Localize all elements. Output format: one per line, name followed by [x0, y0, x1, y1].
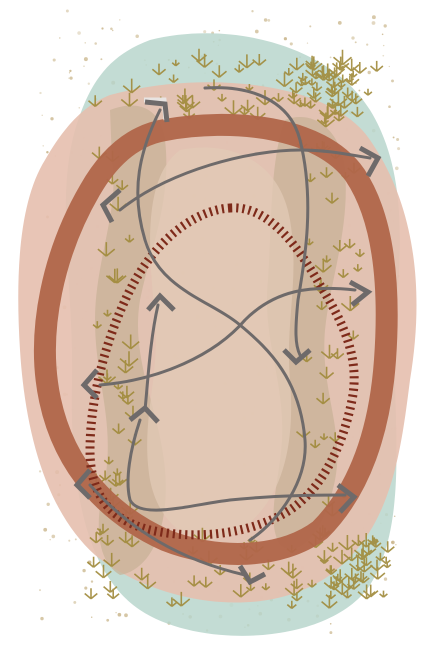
- speckle-dot: [330, 57, 332, 59]
- speckle-dot: [255, 30, 259, 34]
- speckle-dot: [389, 66, 390, 67]
- speckle-dot: [43, 528, 47, 532]
- speckle-dot: [397, 147, 400, 150]
- speckle-dot: [53, 58, 56, 61]
- speckle-dot: [115, 612, 116, 613]
- speckle-dot: [49, 539, 51, 541]
- speckle-dot: [307, 42, 308, 43]
- speckle-dot: [338, 21, 342, 25]
- speckle-dot: [68, 540, 70, 542]
- speckle-dot: [355, 41, 357, 43]
- speckle-dot: [73, 601, 76, 604]
- grass-tuft: [364, 89, 372, 95]
- speckle-dot: [46, 151, 48, 153]
- speckle-dot: [368, 71, 371, 74]
- grass-tuft: [380, 591, 388, 598]
- grass-tuft: [85, 588, 98, 599]
- speckle-dot: [75, 538, 77, 540]
- speckle-dot: [94, 42, 97, 45]
- speckle-dot: [68, 77, 69, 78]
- speckle-dot: [284, 37, 287, 40]
- speckle-dot: [358, 90, 360, 92]
- speckle-dot: [39, 92, 41, 94]
- speckle-dot: [330, 623, 332, 625]
- speckle-dot: [47, 503, 50, 506]
- speckle-dot: [42, 115, 43, 116]
- speckle-dot: [39, 589, 41, 591]
- speckle-dot: [50, 117, 53, 120]
- speckle-dot: [393, 136, 395, 138]
- speckle-dot: [395, 544, 396, 545]
- speckle-dot: [88, 83, 90, 85]
- speckle-dot: [59, 37, 60, 38]
- speckle-dot: [251, 10, 253, 12]
- speckle-dot: [91, 580, 93, 582]
- speckle-dot: [382, 34, 384, 36]
- speckle-dot: [372, 15, 376, 19]
- speckle-dot: [43, 145, 44, 146]
- speckle-dot: [203, 30, 206, 33]
- speckle-dot: [351, 36, 354, 39]
- speckle-dot: [83, 66, 84, 67]
- speckle-dot: [391, 541, 393, 543]
- speckle-dot: [395, 167, 399, 171]
- speckle-dot: [100, 58, 102, 60]
- speckle-dot: [91, 617, 92, 618]
- speckle-dot: [396, 138, 399, 141]
- speckle-dot: [82, 569, 85, 572]
- speckle-dot: [66, 10, 69, 13]
- speckle-dot: [78, 107, 80, 109]
- speckle-dot: [384, 577, 387, 580]
- speckle-dot: [69, 72, 70, 73]
- speckle-dot: [40, 617, 43, 620]
- speckle-dot: [290, 42, 293, 45]
- speckle-dot: [366, 43, 368, 45]
- speckle-dot: [77, 31, 81, 35]
- speckle-dot: [69, 70, 71, 72]
- speckle-dot: [309, 25, 311, 27]
- speckle-dot: [85, 42, 86, 43]
- speckle-dot: [329, 631, 332, 634]
- speckle-dot: [372, 21, 376, 25]
- speckle-dot: [264, 18, 267, 21]
- grass-tuft: [371, 61, 383, 71]
- speckle-dot: [384, 24, 387, 27]
- speckle-dot: [382, 55, 384, 57]
- speckle-dot: [119, 19, 120, 20]
- speckle-dot: [84, 57, 88, 61]
- speckle-dot: [106, 619, 109, 622]
- speckle-dot: [135, 34, 139, 38]
- speckle-dot: [383, 45, 384, 46]
- speckle-dot: [69, 76, 72, 79]
- speckle-dot: [84, 587, 87, 590]
- speckle-dot: [118, 613, 122, 617]
- speckle-dot: [219, 30, 221, 32]
- speckle-dot: [394, 516, 396, 518]
- speckle-dot: [101, 27, 103, 29]
- speckle-dot: [391, 79, 394, 82]
- speckle-dot: [112, 30, 114, 32]
- speckle-dot: [39, 470, 41, 472]
- speckle-dot: [110, 28, 113, 31]
- speckle-dot: [388, 105, 391, 108]
- speckle-dot: [51, 535, 55, 539]
- speckle-dot: [124, 613, 128, 617]
- speckle-dot: [267, 19, 270, 22]
